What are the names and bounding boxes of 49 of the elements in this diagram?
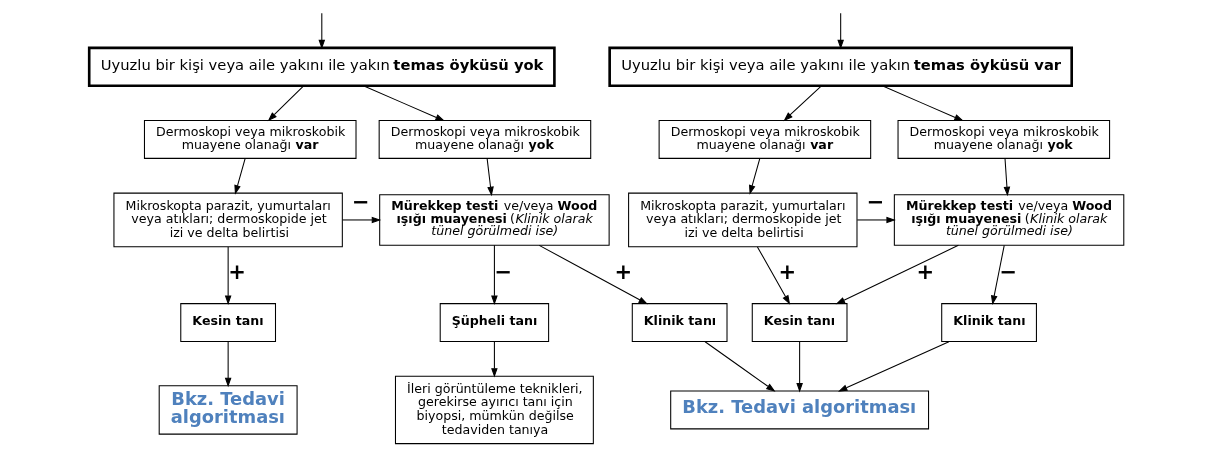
node-box: Dermoskopi veya mikroskobik muayene olanağı yok bbox=[897, 119, 1110, 159]
arrow bbox=[224, 246, 231, 305]
node-box: Mürekkep testi ve/veya Wood ışığı muayenesi (Klinik olarak tünel görülmedi ise) bbox=[378, 194, 610, 246]
arrow bbox=[704, 341, 775, 392]
edge-label: + bbox=[227, 259, 246, 285]
arrow bbox=[856, 216, 896, 224]
node-box: Mürekkep testi ve/veya Wood ışığı muayenesi (Klinik olarak tünel görülmedi ise) bbox=[893, 194, 1124, 246]
node-box: Mikroskopta parazit, yumurtaları veya atıkları; dermoskopide jet izi ve delta belirtisi bbox=[627, 192, 857, 248]
node-box: Kesin tanı bbox=[179, 303, 276, 343]
arrow bbox=[835, 244, 959, 305]
node-box: İleri görüntüleme teknikleri, gerekirse ayırıcı tanı için biyopsi, mümkün değilse tedaviden tanıya bbox=[394, 375, 594, 445]
arrow bbox=[748, 158, 760, 195]
arrow bbox=[1003, 158, 1010, 197]
edge-label: − bbox=[351, 189, 370, 215]
arrow bbox=[490, 244, 498, 305]
edge-label: + bbox=[778, 259, 796, 285]
node-box: Şüpheli tanı bbox=[439, 303, 549, 343]
node-box: Bkz. Tedavi algoritması bbox=[669, 390, 929, 430]
edge-label: + bbox=[915, 259, 934, 285]
node-box: Uyuzlu bir kişi veya aile yakını ile yakın temas öyküsü var bbox=[607, 46, 1073, 88]
node-box: Kesin tanı bbox=[751, 303, 847, 343]
arrow bbox=[224, 341, 231, 388]
node-box: Klinik tanı bbox=[940, 303, 1037, 343]
node-box: Dermoskopi veya mikroskobik muayene olanağı var bbox=[658, 119, 871, 159]
edge-label: − bbox=[866, 189, 884, 215]
node-box: Klinik tanı bbox=[631, 303, 728, 343]
node-box: Bkz. Tedavi algoritması bbox=[158, 385, 298, 435]
node-box: Uyuzlu bir kişi veya aile yakını ile yakın temas öyküsü yok bbox=[87, 46, 556, 88]
arrow bbox=[990, 244, 1005, 305]
arrow bbox=[267, 85, 304, 122]
arrow bbox=[756, 246, 790, 305]
arrow bbox=[881, 85, 964, 122]
arrow bbox=[318, 12, 325, 50]
arrow bbox=[836, 12, 844, 50]
edge-label: − bbox=[999, 259, 1017, 285]
arrow bbox=[233, 158, 246, 195]
edge-label: − bbox=[493, 259, 512, 285]
node-box: Dermoskopi veya mikroskobik muayene olanağı yok bbox=[378, 119, 591, 159]
node-box: Dermoskopi veya mikroskobik muayene olanağı var bbox=[143, 119, 357, 159]
arrow bbox=[486, 158, 494, 197]
edge-label: + bbox=[613, 259, 632, 285]
arrow bbox=[782, 85, 822, 122]
arrow bbox=[490, 341, 498, 378]
node-box: Mikroskopta parazit, yumurtaları veya atıkları; dermoskopide jet izi ve delta belirtisi bbox=[112, 192, 343, 248]
arrow bbox=[795, 341, 803, 393]
arrow bbox=[538, 244, 648, 305]
arrow bbox=[362, 85, 445, 122]
arrow bbox=[341, 216, 381, 224]
arrow bbox=[837, 341, 949, 392]
